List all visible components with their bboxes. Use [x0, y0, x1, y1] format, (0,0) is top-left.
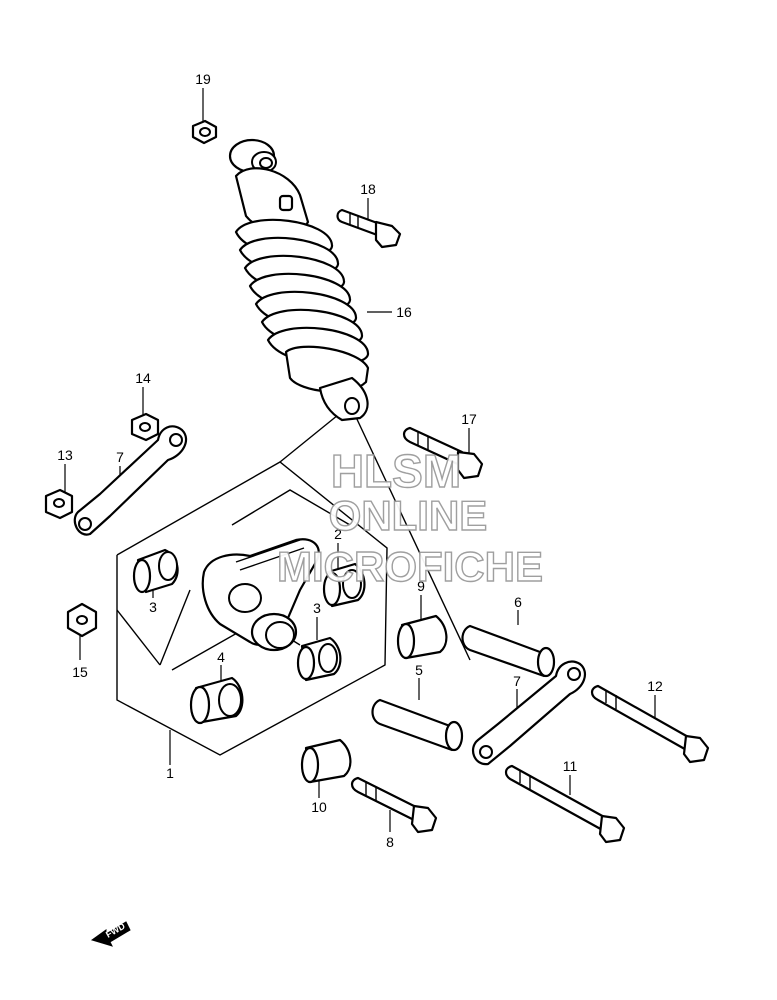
- callout-16: 16: [396, 304, 412, 320]
- callout-14: 14: [135, 370, 151, 386]
- nut-13: [44, 488, 74, 520]
- callout-9: 9: [417, 578, 425, 594]
- callout-12: 12: [647, 678, 663, 694]
- spacer-6: [461, 624, 556, 678]
- callout-4: 4: [217, 649, 225, 665]
- watermark-line-2: ONLINE: [329, 492, 488, 539]
- callout-labels: 19 18 16 14 17 13 7 2 3 9 6 3 15 4 5 7 1…: [57, 71, 663, 850]
- bolt-11: [504, 764, 626, 844]
- callout-18: 18: [360, 181, 376, 197]
- callout-1: 1: [166, 765, 174, 781]
- bolt-18: [336, 208, 402, 249]
- cushion-lever: [201, 538, 320, 652]
- cushion-rod-7-left: [73, 425, 188, 536]
- bearing-3-right: [296, 636, 342, 682]
- bearing-2: [322, 562, 366, 608]
- callout-11: 11: [563, 758, 578, 774]
- callout-3-left: 3: [149, 599, 157, 615]
- cushion-rod-7-right: [471, 660, 587, 766]
- rear-shock-absorber: [228, 138, 370, 422]
- bearing-3-left: [132, 548, 179, 594]
- callout-6: 6: [514, 594, 522, 610]
- watermark-line-3: MICROFICHE: [277, 543, 543, 590]
- callout-7-left: 7: [116, 449, 124, 465]
- spacer-9: [396, 614, 448, 660]
- bolt-12: [590, 684, 710, 764]
- fwd-arrow-icon: FWD: [90, 921, 131, 947]
- nut-14: [130, 412, 160, 442]
- callout-10: 10: [311, 799, 327, 815]
- bearing-4: [189, 676, 244, 725]
- nut-19: [191, 119, 218, 145]
- callout-15: 15: [72, 664, 88, 680]
- watermark: HLSM ONLINE MICROFICHE: [276, 444, 543, 590]
- assembly-outline: [116, 414, 471, 756]
- callout-7-right: 7: [513, 673, 521, 689]
- watermark-line-1: HLSM: [331, 445, 461, 497]
- callout-13: 13: [57, 447, 73, 463]
- spacer-5: [371, 698, 464, 752]
- callout-19: 19: [195, 71, 211, 87]
- bolt-17: [402, 426, 484, 480]
- callout-3-right: 3: [313, 600, 321, 616]
- spacer-10: [300, 738, 352, 784]
- callout-2: 2: [334, 526, 342, 542]
- callout-5: 5: [415, 662, 423, 678]
- callout-8: 8: [386, 834, 394, 850]
- washer-15: [66, 602, 98, 638]
- bolt-8: [350, 776, 438, 834]
- callout-17: 17: [461, 411, 477, 427]
